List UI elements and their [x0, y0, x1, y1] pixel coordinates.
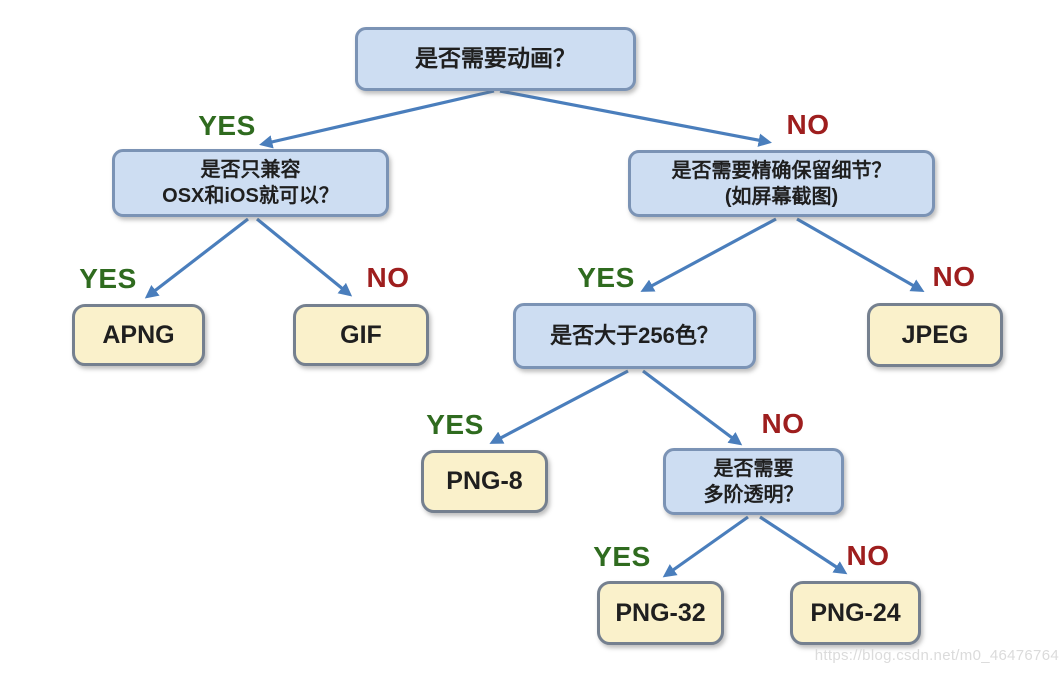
branch-label-no-jpeg: NO [932, 261, 976, 292]
arrow-osx-ios-no [255, 217, 353, 297]
branch-label-yes-apng: YES [79, 263, 137, 294]
result-apng: APNG [72, 304, 205, 366]
branch-label-yes-gt256: YES [577, 262, 635, 293]
result-jpeg: JPEG [867, 303, 1003, 367]
result-png32: PNG-32 [597, 581, 724, 645]
arrow-multi-alpha-yes [662, 515, 749, 578]
branch-label-yes-png32: YES [593, 541, 651, 572]
branch-label-yes-png8: YES [426, 409, 484, 440]
arrow-gt256-no [642, 369, 743, 446]
branch-label-no-gif: NO [366, 262, 410, 293]
csdn-watermark: https://blog.csdn.net/m0_46476764 [814, 647, 1059, 664]
arrow-keep-detail-yes [640, 217, 777, 292]
arrow-keep-detail-no [796, 217, 925, 293]
node-need-animation: 是否需要动画？ [355, 27, 636, 91]
branch-label-yes-root-left: YES [198, 110, 256, 141]
node-multi-level-alpha: 是否需要 多阶透明？ [663, 448, 844, 515]
node-keep-detail: 是否需要精确保留细节？ (如屏幕截图) [628, 150, 935, 217]
arrow-gt256-yes [489, 369, 629, 444]
branch-label-no-root-right: NO [786, 109, 830, 140]
arrow-multi-alpha-no [759, 515, 848, 575]
branch-label-no-png24: NO [846, 540, 890, 571]
node-osx-ios-only: 是否只兼容 OSX和iOS就可以？ [112, 149, 389, 217]
arrow-need-animation-no [499, 89, 772, 147]
result-gif: GIF [293, 304, 429, 366]
result-png8: PNG-8 [421, 450, 548, 513]
result-png24: PNG-24 [790, 581, 921, 645]
arrow-need-animation-yes [259, 89, 495, 149]
branch-label-no-multi-alpha: NO [761, 408, 805, 439]
node-gt-256-colors: 是否大于256色？ [513, 303, 756, 369]
arrow-osx-ios-yes [144, 217, 249, 299]
